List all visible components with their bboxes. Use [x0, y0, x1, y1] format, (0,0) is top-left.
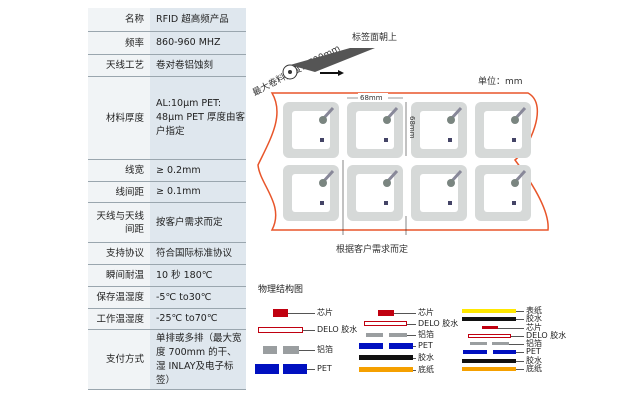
face-up-label: 标签面朝上	[352, 31, 397, 43]
layer-label: 铝箔	[317, 345, 333, 354]
layer-label: 芯片	[317, 308, 333, 317]
layer-label: 底纸	[418, 365, 434, 374]
layer-bar	[283, 346, 299, 354]
spec-row: 支付方式单排或多排（最大宽度 700mm 的干、湿 INLAY及电子标签）	[88, 330, 246, 390]
layer-label: DELO 胶水	[317, 325, 358, 334]
spec-label: 名称	[88, 8, 150, 31]
width-dimension: 68mm	[360, 94, 383, 102]
spec-label: 瞬间耐温	[88, 265, 150, 286]
spec-label: 支持协议	[88, 243, 150, 264]
structure-title: 物理结构图	[258, 285, 304, 295]
unit-label: 单位：mm	[478, 75, 523, 87]
layer-bar	[364, 321, 407, 326]
rfid-tag	[347, 102, 403, 158]
spec-label: 天线工艺	[88, 55, 150, 76]
rfid-tag	[347, 165, 403, 221]
spec-value: -5℃ to30℃	[150, 287, 246, 308]
spec-value: RFID 超高频产品	[150, 8, 246, 31]
rfid-tag	[475, 102, 531, 158]
rfid-tag	[283, 102, 339, 158]
spacing-note: 根据客户需求而定	[336, 243, 408, 255]
spec-row: 天线工艺卷对卷铝蚀刻	[88, 55, 246, 77]
layer-bar	[462, 359, 516, 363]
spec-value: ≥ 0.2mm	[150, 160, 246, 181]
roll-diagram: 最大卷料宽度：700mm 标签面朝上 单位：mm 68mm 68mm 根据客户需…	[250, 31, 549, 255]
layer-label: PET	[418, 341, 433, 350]
spec-value: 10 秒 180℃	[150, 265, 246, 286]
layer-bar	[468, 334, 511, 338]
layer-bar	[462, 309, 516, 313]
layer-label: 胶水	[526, 314, 542, 323]
spec-row: 工作温湿度-25℃ to70℃	[88, 309, 246, 330]
layer-bar	[470, 342, 487, 345]
spec-label: 线宽	[88, 160, 150, 181]
spec-label: 线间距	[88, 182, 150, 202]
spec-value: 单排或多排（最大宽度 700mm 的干、湿 INLAY及电子标签）	[150, 330, 246, 389]
layer-label: 表纸	[526, 306, 542, 315]
layer-label: PET	[526, 347, 541, 356]
spec-row: 线间距≥ 0.1mm	[88, 182, 246, 203]
spec-row: 支持协议符合国际标准协议	[88, 243, 246, 265]
spec-value: 860-960 MHZ	[150, 32, 246, 54]
layer-bar	[378, 310, 394, 316]
rfid-tag	[411, 102, 467, 158]
layer-label: 铝箔	[526, 339, 542, 348]
rfid-tag	[283, 165, 339, 221]
layer-bar	[273, 309, 288, 317]
layer-label: PET	[317, 364, 332, 373]
spec-label: 天线与天线间距	[88, 203, 150, 242]
spec-value: 符合国际标准协议	[150, 243, 246, 264]
spec-value: 卷对卷铝蚀刻	[150, 55, 246, 76]
rfid-tag	[475, 165, 531, 221]
layer-label: DELO 胶水	[526, 331, 567, 340]
layer-label: 芯片	[526, 323, 542, 332]
arrow-icon	[338, 70, 344, 76]
spec-value: ≥ 0.1mm	[150, 182, 246, 202]
layer-label: 底纸	[526, 364, 542, 373]
spec-value: -25℃ to70℃	[150, 309, 246, 329]
spec-row: 天线与天线间距按客户需求而定	[88, 203, 246, 243]
layer-label: 芯片	[418, 308, 434, 317]
spec-row: 保存温湿度-5℃ to30℃	[88, 287, 246, 309]
layer-label: 铝箔	[418, 330, 434, 339]
layer-bar	[492, 342, 509, 345]
layer-bar	[389, 333, 407, 337]
layer-bar	[389, 343, 413, 349]
height-dimension: 68mm	[408, 116, 416, 139]
web-pattern	[290, 48, 375, 72]
layer-bar	[359, 367, 413, 372]
layer-bar	[255, 364, 279, 374]
layer-bar	[366, 333, 383, 337]
spec-label: 工作温湿度	[88, 309, 150, 329]
layer-bar	[462, 317, 516, 321]
layer-bar	[359, 355, 413, 360]
spec-label: 材料厚度	[88, 77, 150, 159]
layer-bar	[359, 343, 383, 349]
layer-label: 胶水	[526, 356, 542, 365]
layer-bar	[463, 350, 487, 354]
layer-bar	[462, 367, 516, 371]
layer-bar	[493, 350, 516, 354]
spec-label: 频率	[88, 32, 150, 54]
rfid-tag	[411, 165, 467, 221]
layer-bar	[283, 364, 307, 374]
layer-label: 胶水	[418, 353, 434, 362]
spec-value: AL:10μm PET: 48μm PET 厚度由客户指定	[150, 77, 246, 159]
layer-label: DELO 胶水	[418, 319, 459, 328]
layer-bar	[482, 326, 498, 329]
layer-bar	[263, 346, 277, 354]
spec-row: 线宽≥ 0.2mm	[88, 160, 246, 182]
spec-value: 按客户需求而定	[150, 203, 246, 242]
spec-label: 支付方式	[88, 330, 150, 389]
layer-bar	[258, 327, 303, 333]
spec-label: 保存温湿度	[88, 287, 150, 308]
